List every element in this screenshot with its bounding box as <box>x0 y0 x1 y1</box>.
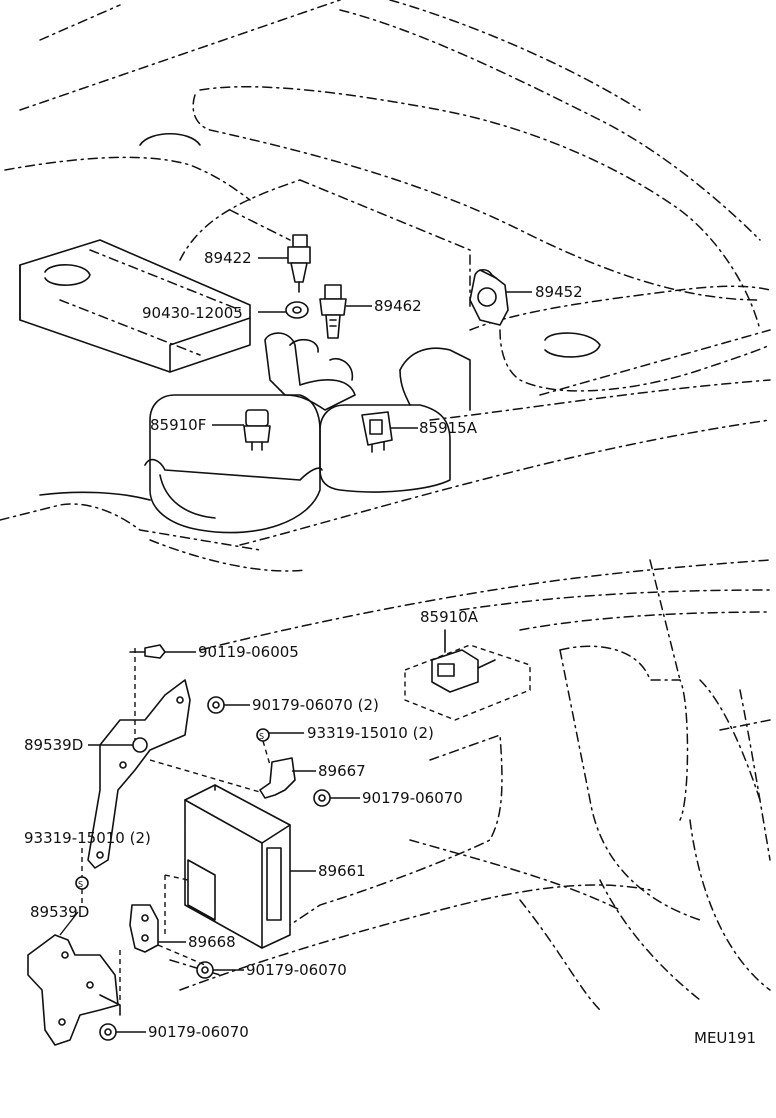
part-labels: 89422 90430-12005 89462 89452 85910F 859… <box>24 249 756 1047</box>
solenoid-85910F <box>243 409 271 451</box>
label-89661[interactable]: 89661 <box>318 862 366 880</box>
solenoid-85910A <box>404 629 531 721</box>
bracket-89539D-lower <box>27 934 121 1046</box>
sensor-89462 <box>319 284 347 339</box>
label-93319-15010-2-lower[interactable]: 93319-15010 (2) <box>24 829 151 847</box>
nut-90179a <box>207 696 225 714</box>
engine-bay-outline <box>0 0 771 572</box>
label-89539D-lower[interactable]: 89539D <box>30 903 89 921</box>
sensor-89452 <box>469 268 509 326</box>
relay-block-outline <box>319 347 471 493</box>
sensor-89422 <box>287 234 311 293</box>
label-89422[interactable]: 89422 <box>204 249 252 267</box>
bracket-89668 <box>129 904 206 966</box>
label-90119-06005[interactable]: 90119-06005 <box>198 643 299 661</box>
bolt-90119 <box>129 644 166 659</box>
svg-text:S: S <box>259 732 264 741</box>
gasket-90430 <box>285 301 309 319</box>
label-90179-06070-bottom[interactable]: 90179-06070 <box>148 1023 249 1041</box>
label-85910A[interactable]: 85910A <box>420 608 479 626</box>
upper-leaders <box>212 257 532 429</box>
label-85910F[interactable]: 85910F <box>150 416 206 434</box>
label-89668[interactable]: 89668 <box>188 933 236 951</box>
nut-90179d <box>99 1023 117 1041</box>
screw-93319b: S <box>75 848 89 905</box>
ecu-89661 <box>164 784 291 949</box>
label-85915A[interactable]: 85915A <box>419 419 478 437</box>
solenoid-box-outline <box>144 394 323 534</box>
battery-outline <box>19 239 251 373</box>
nut-90179b <box>313 789 331 807</box>
label-90179-06070-mid[interactable]: 90179-06070 <box>362 789 463 807</box>
label-90430-12005[interactable]: 90430-12005 <box>142 304 243 322</box>
label-93319-15010-2-upper[interactable]: 93319-15010 (2) <box>307 724 434 742</box>
diagram-id: MEU191 <box>694 1029 756 1047</box>
label-89462[interactable]: 89462 <box>374 297 422 315</box>
relay-85915A <box>361 411 393 453</box>
lower-leaders <box>59 651 360 1033</box>
nut-90179c <box>196 961 214 979</box>
body-panel-outline <box>169 559 771 1011</box>
svg-text:S: S <box>78 880 83 889</box>
label-89452[interactable]: 89452 <box>535 283 583 301</box>
screw-93319a: S <box>256 728 271 766</box>
label-90179-06070-lower[interactable]: 90179-06070 <box>246 961 347 979</box>
label-90179-06070-2-upper[interactable]: 90179-06070 (2) <box>252 696 379 714</box>
air-pipe-outline <box>229 209 356 411</box>
bracket-89667 <box>259 757 296 799</box>
label-89539D-upper[interactable]: 89539D <box>24 736 83 754</box>
label-89667[interactable]: 89667 <box>318 762 366 780</box>
